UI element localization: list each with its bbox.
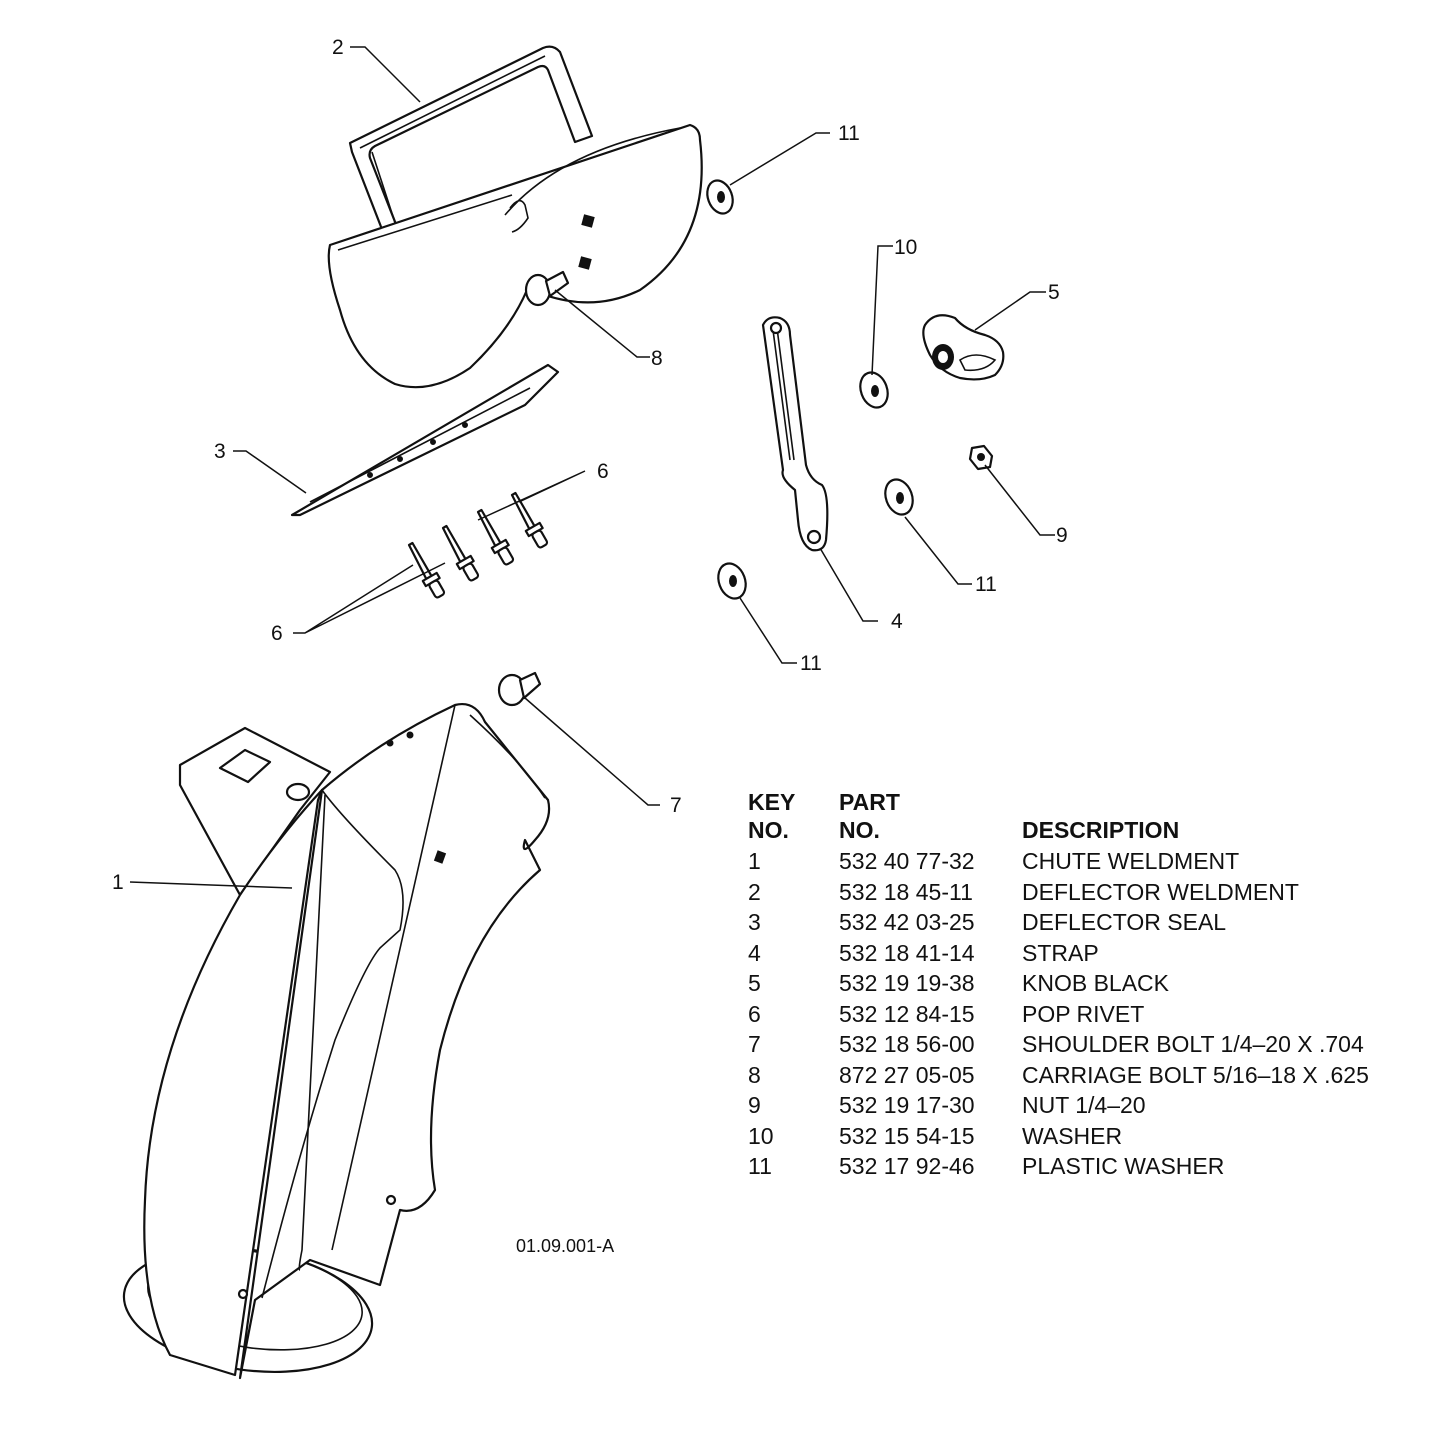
pop-rivet xyxy=(510,491,549,549)
callout-1: 1 xyxy=(112,871,124,894)
pop-rivets xyxy=(407,491,549,599)
header-part-line1: PART xyxy=(839,789,900,815)
description-cell: DEFLECTOR SEAL xyxy=(1022,909,1227,935)
callout-11a: 11 xyxy=(838,122,860,145)
header-part-line2: NO. xyxy=(839,817,880,843)
table-row: 8 872 27 05-05 CARRIAGE BOLT 5/16–18 X .62… xyxy=(748,1060,1428,1091)
header-key-line1: KEY xyxy=(748,789,796,815)
description-cell: KNOB BLACK xyxy=(1022,970,1169,996)
description-cell: STRAP xyxy=(1022,939,1099,966)
table-row: 3 532 42 03-25 DEFLECTOR SEAL xyxy=(748,907,1428,938)
carriage-bolt xyxy=(524,270,570,307)
washer-10 xyxy=(859,371,889,409)
part-number-cell: 532 42 03-25 xyxy=(839,909,975,935)
key-cell: 5 xyxy=(748,970,761,996)
nut xyxy=(968,444,994,471)
part-number-cell: 532 19 19-38 xyxy=(839,970,975,996)
callouts: 1 2 3 4 5 6 6 7 8 9 10 11 11 11 xyxy=(112,36,1068,894)
key-cell: 6 xyxy=(748,1000,761,1027)
table-row: 6 532 12 84-15 POP RIVET xyxy=(748,999,1428,1030)
table-row: 4 532 18 41-14 STRAP xyxy=(748,938,1428,969)
table-row: 7 532 18 56-00 SHOULDER BOLT 1/4–20 X .704 xyxy=(748,1029,1428,1060)
key-cell: 3 xyxy=(748,909,761,935)
deflector-seal xyxy=(290,363,560,517)
table-row: 10 532 15 54-15 WASHER xyxy=(748,1121,1428,1152)
table-row: 9 532 19 17-30 NUT 1/4–20 xyxy=(748,1090,1428,1121)
key-cell: 10 xyxy=(748,1122,774,1149)
description-cell: WASHER xyxy=(1022,1122,1123,1149)
description-cell: CARRIAGE BOLT 5/16–18 X .625 xyxy=(1022,1061,1369,1088)
description-cell: DEFLECTOR WELDMENT xyxy=(1022,878,1299,905)
key-cell: 9 xyxy=(748,1092,761,1118)
table-header: KEY NO. PART NO. DESCRIPTION xyxy=(748,788,1428,846)
pop-rivet xyxy=(476,508,515,566)
header-description: DESCRIPTION xyxy=(1022,817,1180,843)
description-cell: PLASTIC WASHER xyxy=(1022,1153,1225,1179)
knob xyxy=(922,314,1005,381)
chute-weldment xyxy=(122,703,551,1380)
part-number-cell: 532 40 77-32 xyxy=(839,848,975,874)
strap xyxy=(761,316,829,552)
callout-11c: 11 xyxy=(800,652,822,675)
key-cell: 8 xyxy=(748,1061,761,1088)
deflector-weldment xyxy=(327,45,703,389)
description-cell: CHUTE WELDMENT xyxy=(1022,848,1240,874)
callout-7: 7 xyxy=(670,794,682,817)
part-number-cell: 532 18 41-14 xyxy=(839,939,975,966)
part-number-cell: 532 12 84-15 xyxy=(839,1000,975,1027)
pop-rivet xyxy=(441,524,480,582)
callout-4: 4 xyxy=(891,610,903,633)
description-cell: NUT 1/4–20 xyxy=(1022,1092,1146,1118)
description-cell: POP RIVET xyxy=(1022,1000,1145,1027)
callout-2: 2 xyxy=(332,36,344,59)
callout-8: 8 xyxy=(651,347,663,370)
callout-5: 5 xyxy=(1048,281,1060,304)
callout-3: 3 xyxy=(214,440,226,463)
part-number-cell: 532 18 56-00 xyxy=(839,1031,975,1057)
pop-rivet xyxy=(407,541,446,599)
shoulder-bolt xyxy=(497,671,542,707)
plastic-washer-top xyxy=(706,179,734,215)
callout-9: 9 xyxy=(1056,524,1068,547)
key-cell: 2 xyxy=(748,878,761,905)
callout-6a: 6 xyxy=(597,460,609,483)
part-number-cell: 532 15 54-15 xyxy=(839,1122,975,1149)
parts-table: KEY NO. PART NO. DESCRIPTION 1 532 40 77-… xyxy=(748,788,1428,1182)
key-cell: 4 xyxy=(748,939,761,966)
table-body: 1 532 40 77-32 CHUTE WELDMENT 2 532 18 45-11… xyxy=(748,846,1428,1182)
leader-lines xyxy=(129,46,1055,889)
callout-11b: 11 xyxy=(975,573,997,596)
part-number-cell: 532 19 17-30 xyxy=(839,1092,975,1118)
table-row: 11 532 17 92-46 PLASTIC WASHER xyxy=(748,1151,1428,1182)
part-number-cell: 532 18 45-11 xyxy=(839,878,973,905)
table-row: 5 532 19 19-38 KNOB BLACK xyxy=(748,968,1428,999)
callout-6b: 6 xyxy=(271,622,283,645)
table-row: 2 532 18 45-11 DEFLECTOR WELDMENT xyxy=(748,877,1428,908)
part-number-cell: 872 27 05-05 xyxy=(839,1061,975,1088)
key-cell: 11 xyxy=(748,1153,772,1179)
plastic-washer-low xyxy=(717,562,747,600)
table-row: 1 532 40 77-32 CHUTE WELDMENT xyxy=(748,846,1428,877)
key-cell: 7 xyxy=(748,1031,761,1057)
key-cell: 1 xyxy=(748,848,761,874)
drawing-number: 01.09.001-A xyxy=(516,1236,615,1256)
plastic-washer-mid xyxy=(884,478,914,516)
part-number-cell: 532 17 92-46 xyxy=(839,1153,975,1179)
callout-10: 10 xyxy=(894,236,917,259)
description-cell: SHOULDER BOLT 1/4–20 X .704 xyxy=(1022,1031,1364,1057)
header-key-line2: NO. xyxy=(748,817,789,843)
